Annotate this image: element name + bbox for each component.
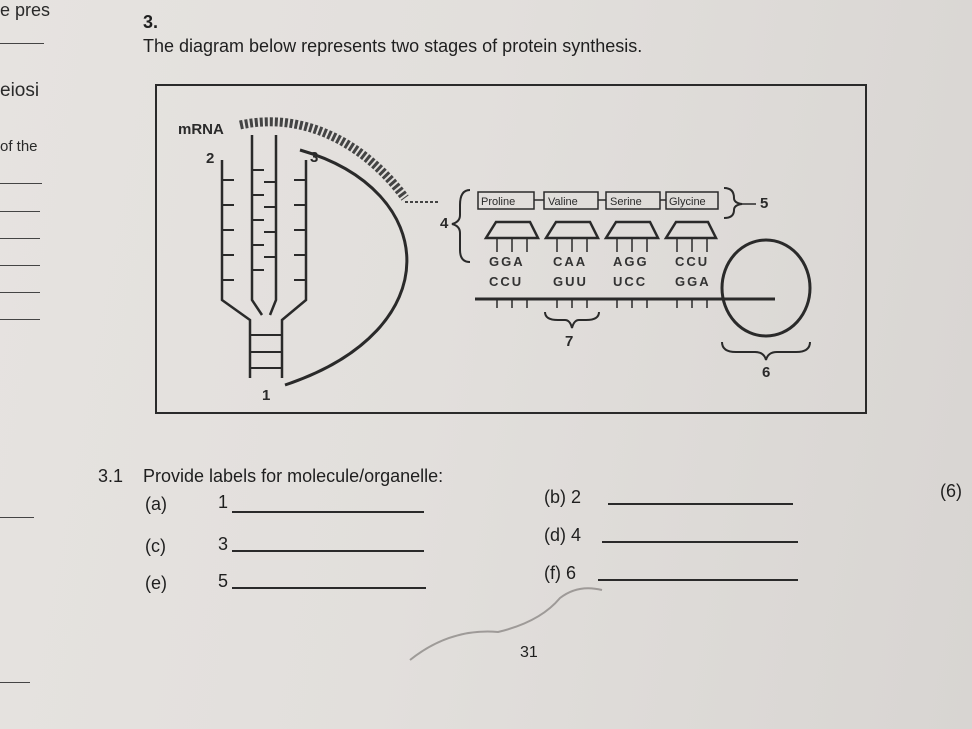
margin-rule (0, 265, 40, 266)
margin-rule (0, 292, 40, 293)
codon-4: GGA (675, 274, 711, 289)
item-a-number: 1 (218, 492, 229, 512)
margin-rule (0, 682, 30, 683)
answer-blank-d[interactable] (602, 541, 798, 543)
base-pair-ticks (222, 169, 306, 369)
page-number: 31 (520, 644, 538, 661)
envelope-arc (284, 148, 409, 387)
diagram-label-3: 3 (310, 149, 318, 166)
mrna-label: mRNA (178, 121, 224, 138)
margin-fragment-3: of the (0, 138, 38, 155)
subquestion-text: Provide labels for molecule/organelle: (143, 466, 444, 486)
codon-3: UCC (613, 274, 647, 289)
item-b-letter: (b) 2 (544, 487, 582, 507)
margin-fragment-2: eiosi (0, 80, 40, 101)
margin-rule (0, 238, 40, 239)
diagram-label-4: 4 (440, 215, 449, 232)
question-intro: The diagram below represents two stages … (143, 36, 643, 56)
margin-rule (0, 211, 40, 212)
diagram-label-2: 2 (206, 150, 214, 167)
answer-blank-f[interactable] (598, 579, 798, 581)
margin-rule (0, 517, 34, 518)
anticodon-3: AGG (613, 254, 649, 269)
brace-4 (451, 189, 471, 263)
trna-stems (496, 238, 708, 252)
diagram-label-1: 1 (262, 387, 270, 404)
codon-1: CCU (489, 274, 523, 289)
marks: (6) (940, 481, 962, 501)
item-f-letter: (f) 6 (544, 563, 577, 583)
anticodon-1: GGA (489, 254, 525, 269)
question-number: 3. (143, 12, 159, 32)
trna-shapes (483, 220, 719, 240)
anticodon-2: CAA (553, 254, 587, 269)
answer-blank-a[interactable] (232, 511, 424, 513)
anticodon-4: CCU (675, 254, 709, 269)
ribosome-circle (720, 238, 812, 338)
margin-rule (0, 43, 44, 44)
diagram-frame (155, 84, 867, 414)
margin-rule (0, 183, 42, 184)
diagram-label-6: 6 (762, 364, 770, 381)
item-e-number: 5 (218, 571, 229, 591)
brace-7 (544, 311, 600, 329)
item-c-number: 3 (218, 534, 229, 554)
amino-acid-valine: Valine (548, 196, 578, 208)
diagram-label-5: 5 (760, 195, 768, 212)
brace-6 (721, 341, 811, 361)
codon-2: GUU (553, 274, 588, 289)
amino-acid-proline: Proline (481, 196, 515, 208)
margin-rule (0, 319, 40, 320)
item-d-letter: (d) 4 (544, 525, 582, 545)
mrna-strand (239, 117, 409, 201)
amino-acid-box (665, 191, 719, 210)
item-a-letter: (a) (145, 494, 167, 514)
item-e-letter: (e) (145, 573, 167, 593)
item-c-letter: (c) (145, 536, 166, 556)
margin-fragment-1: e pres (0, 0, 51, 20)
dna-strand-inner-right (268, 135, 278, 316)
amino-acid-serine: Serine (610, 196, 642, 208)
mrna-ticks (496, 299, 708, 308)
subquestion-number: 3.1 (98, 466, 124, 486)
amino-acid-chain: Proline Valine Serine Glycine (477, 191, 719, 210)
answer-blank-c[interactable] (232, 550, 424, 552)
answer-blank-e[interactable] (232, 587, 426, 589)
dna-strand-inner (250, 135, 264, 316)
amino-acid-glycine: Glycine (669, 196, 706, 208)
answer-blank-b[interactable] (608, 503, 793, 505)
diagram-label-7: 7 (565, 333, 573, 350)
